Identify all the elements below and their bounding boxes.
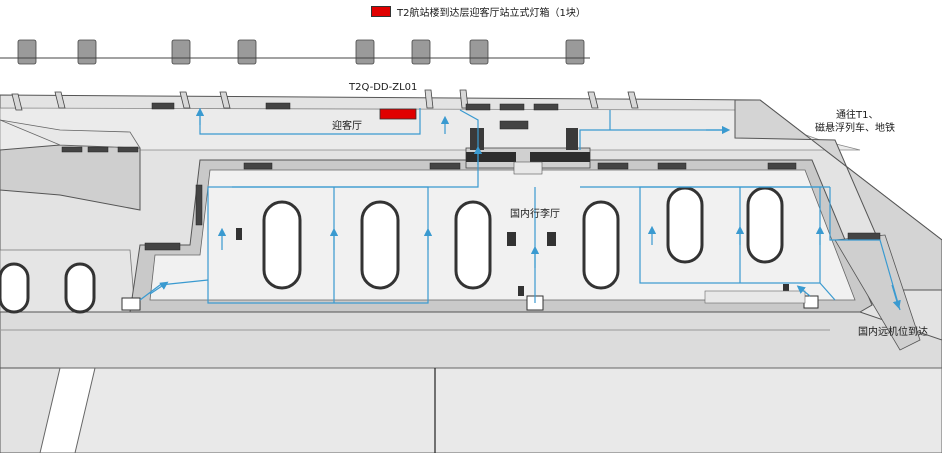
kiosks	[236, 228, 789, 296]
lightbox-marker[interactable]	[379, 108, 417, 120]
exit-gates	[465, 128, 591, 175]
left-block-top	[0, 119, 141, 149]
legend-swatch	[371, 5, 391, 17]
greeting-hall-label: 迎客厅	[332, 121, 362, 132]
maglev-metro-label: 磁悬浮列车、地铁	[815, 123, 895, 134]
apron	[69, 367, 942, 453]
to-t1-label: 通往T1、	[836, 110, 879, 121]
legend-text: T2航站楼到达层迎客厅站立式灯箱（1块）	[397, 7, 586, 19]
remote-arrival-label: 国内远机位到达	[858, 327, 928, 338]
lower-corridor	[0, 311, 942, 369]
pillar-row	[17, 39, 585, 65]
sign-boxes	[61, 102, 881, 251]
right-connector	[734, 99, 942, 291]
baggage-hall-label: 国内行李厅	[510, 209, 560, 220]
baggage-carousels	[0, 186, 784, 314]
marker-code-label: T2Q-DD-ZL01	[349, 82, 418, 93]
legend: T2航站楼到达层迎客厅站立式灯箱（1块）	[371, 4, 586, 19]
wall-stubs	[11, 89, 639, 111]
route-arrows	[149, 107, 901, 310]
